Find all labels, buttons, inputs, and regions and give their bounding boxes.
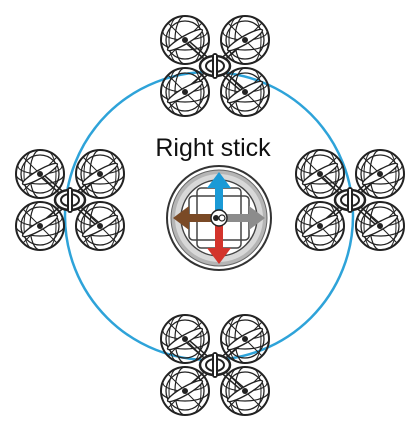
right-stick-icon: [167, 166, 271, 270]
drone-top-icon: [161, 16, 269, 116]
drone-bottom-icon: [161, 315, 269, 415]
stick-label: Right stick: [128, 133, 298, 163]
drone-right-icon: [296, 150, 404, 250]
drone-left-icon: [16, 150, 124, 250]
